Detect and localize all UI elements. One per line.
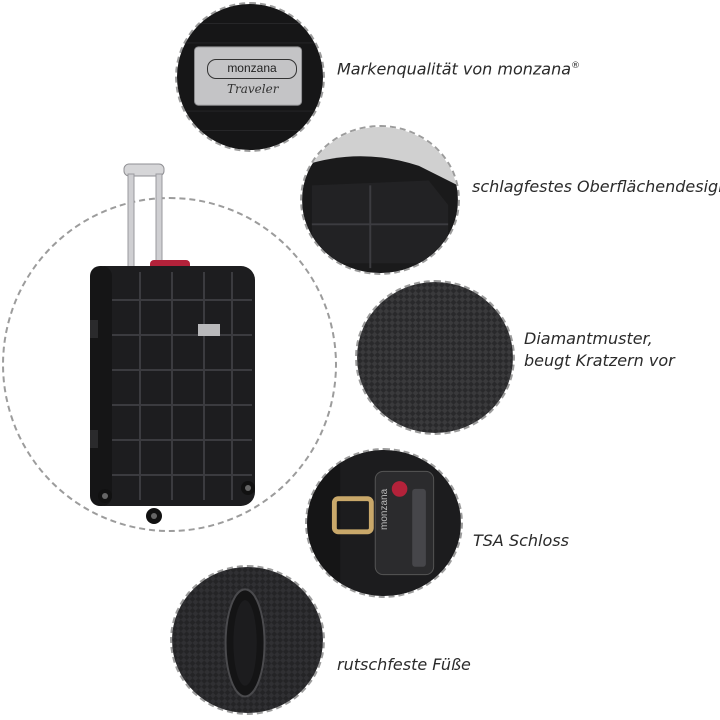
brand-badge-image	[177, 4, 323, 150]
brand-quality-text: Markenqualität von monzana	[337, 59, 572, 79]
zoom-tsa-lock: monzana	[305, 448, 463, 598]
lock-brand-name: monzana	[379, 488, 390, 530]
badge-model-name: Traveler	[227, 82, 279, 96]
zoom-diamond-pattern	[355, 280, 515, 435]
feature-label-non-slip-feet: rutschfeste Füße	[337, 655, 471, 674]
diamond-pattern-line2: beugt Kratzern vor	[524, 351, 675, 370]
feature-label-diamond-pattern: Diamantmuster, beugt Kratzern vor	[524, 328, 675, 372]
zoom-impact-surface	[300, 125, 460, 275]
zoom-brand-badge: monzana Traveler	[175, 2, 325, 152]
diamond-pattern-image	[357, 282, 513, 433]
impact-surface-image	[302, 127, 458, 273]
zoom-non-slip-feet	[170, 565, 325, 715]
feature-label-tsa-lock: TSA Schloss	[473, 531, 569, 550]
badge-brand-name: monzana	[207, 59, 297, 79]
feature-label-brand-quality: Markenqualität von monzana®	[337, 55, 580, 80]
feature-label-impact-surface: schlagfestes Oberflächendesign	[472, 177, 720, 196]
non-slip-foot-image	[172, 567, 323, 713]
registered-mark: ®	[571, 61, 581, 71]
suitcase-image	[90, 163, 255, 524]
diamond-pattern-line1: Diamantmuster,	[524, 329, 653, 348]
